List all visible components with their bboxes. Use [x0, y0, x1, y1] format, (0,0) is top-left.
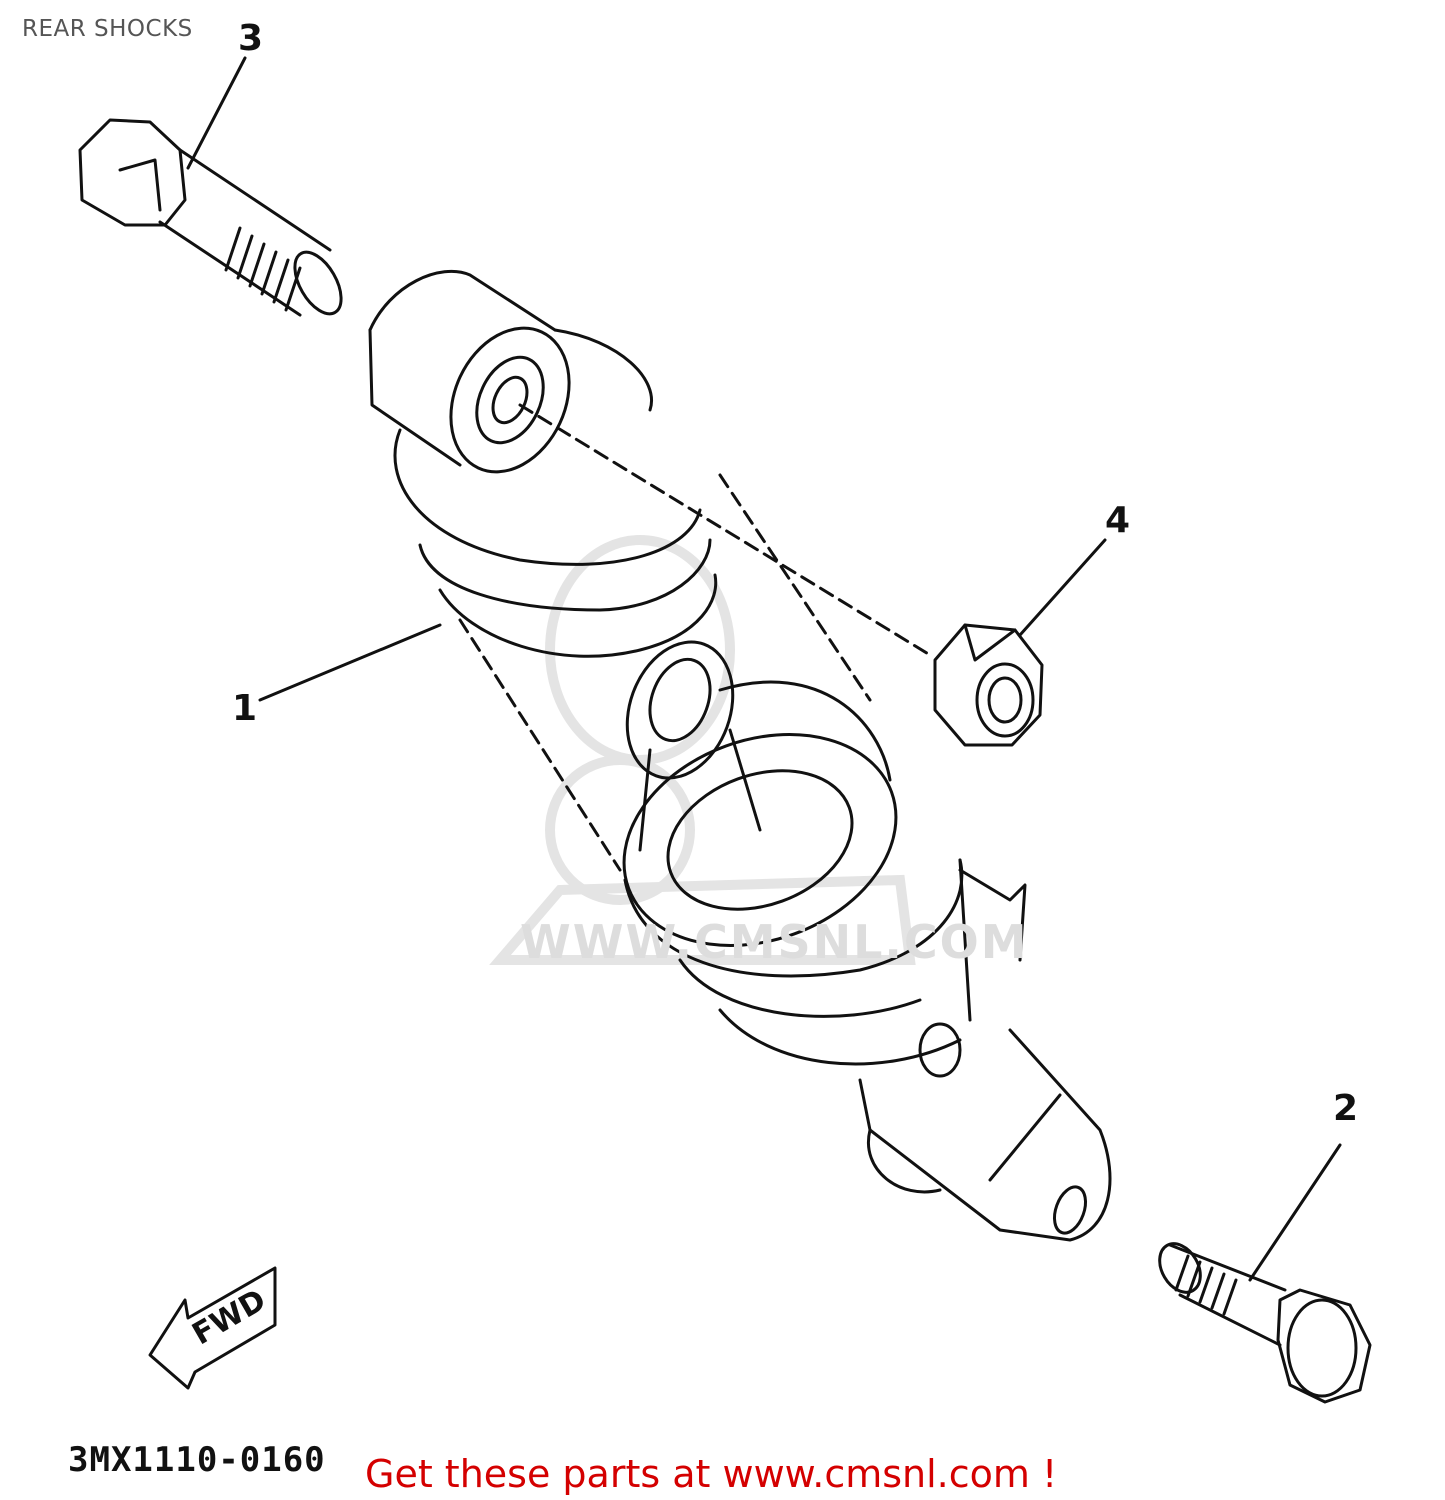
forward-arrow-icon: [148, 1266, 277, 1390]
watermark-url: WWW.CMSNL.COM: [520, 915, 1029, 969]
page-title: REAR SHOCKS: [22, 16, 193, 42]
promo-link[interactable]: Get these parts at www.cmsnl.com !: [365, 1452, 1058, 1496]
leader-line-3: [186, 56, 247, 170]
watermark-logo: [489, 535, 916, 965]
lock-nut: [933, 623, 1044, 747]
leader-line-2: [1248, 1143, 1342, 1282]
alignment-lines: [458, 403, 932, 872]
callout-3: 3: [238, 18, 264, 59]
lower-mounting-bolt: [1158, 1242, 1372, 1404]
callout-2: 2: [1333, 1088, 1359, 1129]
callout-4: 4: [1105, 500, 1131, 541]
rear-shock-absorber: [368, 269, 1112, 1242]
upper-mounting-bolt: [78, 118, 343, 317]
figure-code: 3MX1110-0160: [68, 1440, 326, 1480]
callout-1: 1: [232, 688, 258, 729]
leader-line-4: [1018, 538, 1107, 637]
leader-line-1: [258, 623, 442, 702]
